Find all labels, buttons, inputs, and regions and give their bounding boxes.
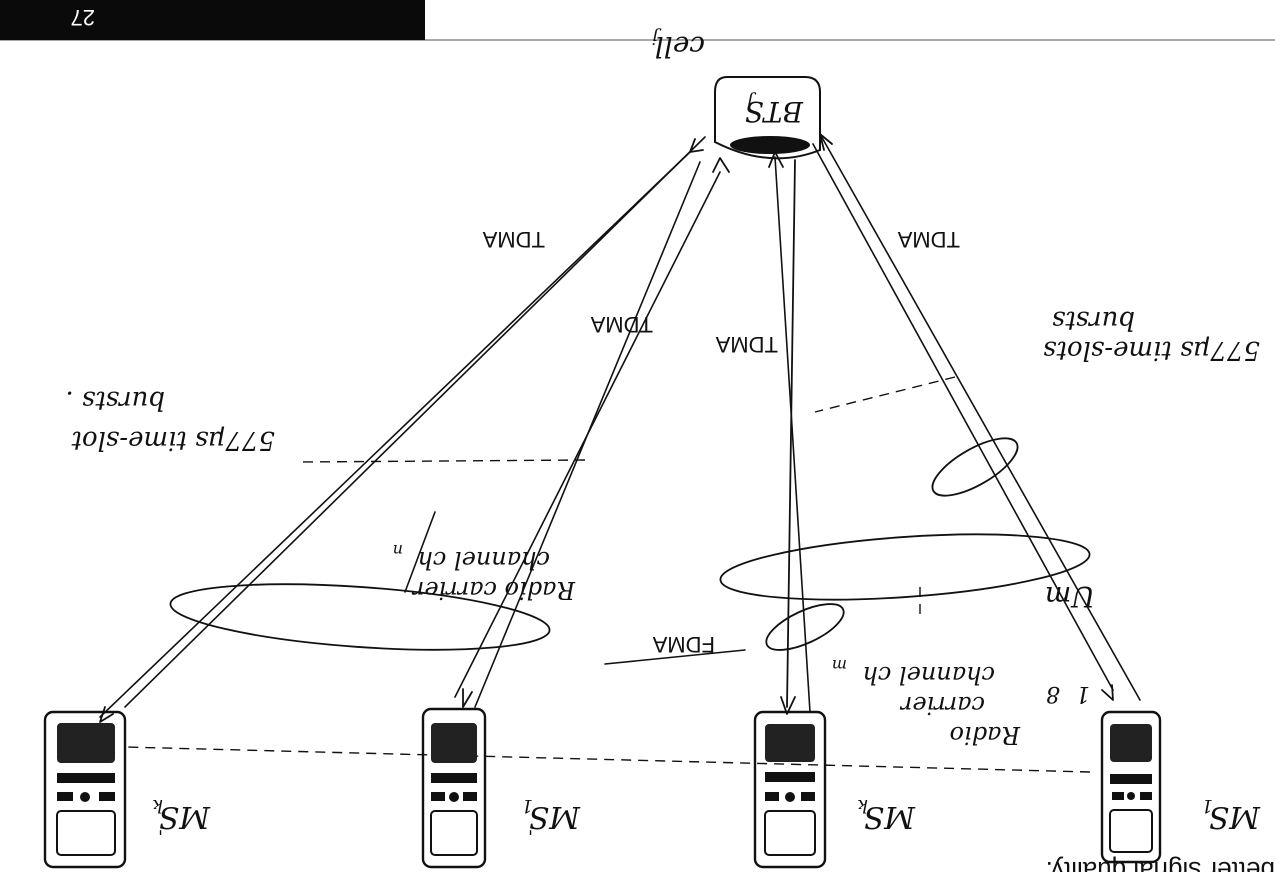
ms1-label: MS [1209,799,1261,834]
arrowhead-ms1p [463,689,472,707]
page-number: 27 [71,5,95,30]
mobile-station-1-icon [1102,712,1160,862]
link-ms1 [820,134,1140,700]
radio-carrier-right-1: Radio carrier [411,576,576,604]
timeslots-right-1: 577μs time-slot [71,425,275,455]
msk-label: MS [864,799,916,834]
radio-carrier-left-1: Radio [950,721,1021,749]
cell-label: cell [655,30,705,63]
mobile-station-k-icon [755,712,825,867]
slot-1-label: 1 [1076,681,1090,706]
arrowhead-bts-3 [713,158,729,172]
arrowhead-bts-1 [820,134,832,150]
tdma-label-4: TDMA [482,227,545,252]
header-black-bar [0,0,425,40]
ms1-prime-label: MS [529,799,581,834]
bts-label: BTS [745,95,804,128]
ms1-subscript: 1 [1202,795,1213,816]
arrowhead-mskp [100,707,113,722]
tdma-label-1: TDMA [897,227,960,252]
timeslot-callout-right [300,460,585,462]
msk-subscript: k [857,795,868,816]
radio-carrier-left-3: channel ch [862,661,995,689]
link-msk [775,157,810,712]
radio-carrier-right-2: channel ch [417,546,550,574]
msk-prime-superscript: ' [158,817,163,838]
ms1-prime-superscript: ' [528,817,533,838]
mobile-station-k-prime-icon [45,712,125,867]
msk-prime-label: MS [159,799,211,834]
bts-top-ellipse [730,136,810,154]
msk-prime-subscript: k [152,795,163,816]
link-msk-return [787,160,795,707]
timeslot-callout-left [815,377,955,412]
carrier-oval-left [718,524,1091,610]
ms-dashed-baseline [125,747,1090,772]
fdma-label: FDMA [652,632,715,657]
timeslots-right-2: bursts . [66,385,165,415]
radio-carrier-left-3-sub: m [832,656,847,675]
um-label: Um [1045,580,1095,613]
link-mskp-return [125,137,705,707]
top-caption: better signal quality. [1046,856,1275,872]
tdma-label-3: TDMA [590,312,653,337]
radio-carrier-right-2-sub: n [393,541,403,560]
timeslots-left-1: 577μs time-slots [1043,335,1260,365]
tdma-label-2: TDMA [715,332,778,357]
ms1-prime-subscript: 1 [522,795,533,816]
arrowhead-ms1 [1102,685,1113,700]
timeslots-left-2: bursts [1052,305,1135,335]
radio-carrier-left-2: carrier [899,691,985,719]
mobile-station-1-prime-icon [423,709,485,867]
slot-8-label: 8 [1046,681,1060,706]
